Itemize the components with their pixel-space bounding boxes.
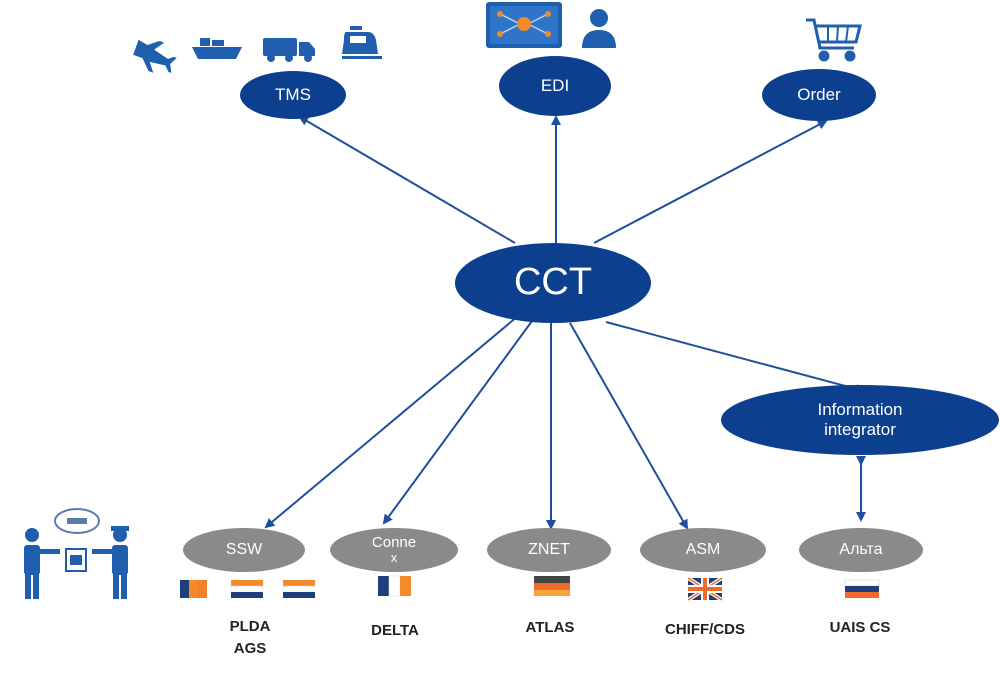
user-icon bbox=[582, 9, 616, 48]
truck-icon bbox=[263, 38, 315, 62]
node-info-line1: Information bbox=[817, 400, 903, 420]
flag-uk-icon bbox=[686, 576, 724, 602]
flag-germany-icon bbox=[534, 576, 570, 596]
flag-france-icon bbox=[378, 575, 411, 597]
node-connex-line2: x bbox=[390, 550, 398, 566]
node-alta-label: Альта bbox=[839, 540, 883, 558]
ship-icon bbox=[192, 38, 242, 59]
flag-netherlands-icon bbox=[282, 580, 316, 598]
node-ssw bbox=[183, 528, 305, 572]
caption-alta: UAIS CS bbox=[829, 619, 891, 636]
caption-ssw-line1: PLDA bbox=[229, 618, 271, 635]
node-tms bbox=[240, 71, 346, 119]
train-icon bbox=[342, 26, 382, 59]
node-connex bbox=[330, 528, 458, 572]
caption-connex: DELTA bbox=[371, 622, 419, 639]
connectors bbox=[264, 115, 866, 530]
node-info bbox=[721, 385, 999, 455]
arrow-cct-to-tms bbox=[298, 115, 516, 244]
flag-netherlands-icon bbox=[230, 580, 264, 598]
arrow-cct-to-ssw bbox=[264, 315, 519, 529]
data-board-icon bbox=[486, 2, 562, 48]
airplane-icon bbox=[133, 39, 177, 73]
node-connex-line1: Conne bbox=[371, 534, 417, 552]
caption-znet: ATLAS bbox=[525, 619, 575, 636]
arrow-cct-to-asm bbox=[569, 322, 688, 530]
node-info-label: Information integrator bbox=[721, 385, 999, 455]
arrow-cct-to-connex bbox=[382, 320, 533, 525]
node-tms-label: TMS bbox=[275, 85, 311, 105]
node-order bbox=[762, 69, 876, 121]
arrow-cct-to-order bbox=[593, 120, 828, 244]
node-ssw-label: SSW bbox=[225, 540, 263, 558]
node-cct bbox=[455, 243, 651, 323]
node-alta bbox=[799, 528, 923, 572]
customs-officers-icon bbox=[24, 508, 129, 599]
flag-belgium-icon bbox=[180, 580, 207, 598]
node-info-line2: integrator bbox=[824, 420, 896, 439]
node-edi bbox=[499, 56, 611, 116]
caption-ssw-line2: AGS bbox=[233, 639, 267, 657]
node-edi-label: EDI bbox=[540, 76, 570, 96]
caption-ssw: PLDA AGS bbox=[200, 616, 300, 660]
shopping-cart-icon bbox=[806, 18, 862, 62]
caption-asm: CHIFF/CDS bbox=[665, 621, 745, 638]
node-znet bbox=[487, 528, 611, 572]
flag-russia-icon bbox=[844, 579, 880, 598]
node-cct-label: CCT bbox=[513, 261, 593, 304]
node-connex-label: Conne x bbox=[330, 526, 458, 574]
node-asm bbox=[640, 528, 766, 572]
arrow-cct-to-info bbox=[605, 321, 866, 394]
node-order-label: Order bbox=[797, 85, 841, 105]
node-asm-label: ASM bbox=[685, 540, 721, 558]
node-znet-label: ZNET bbox=[528, 540, 570, 558]
